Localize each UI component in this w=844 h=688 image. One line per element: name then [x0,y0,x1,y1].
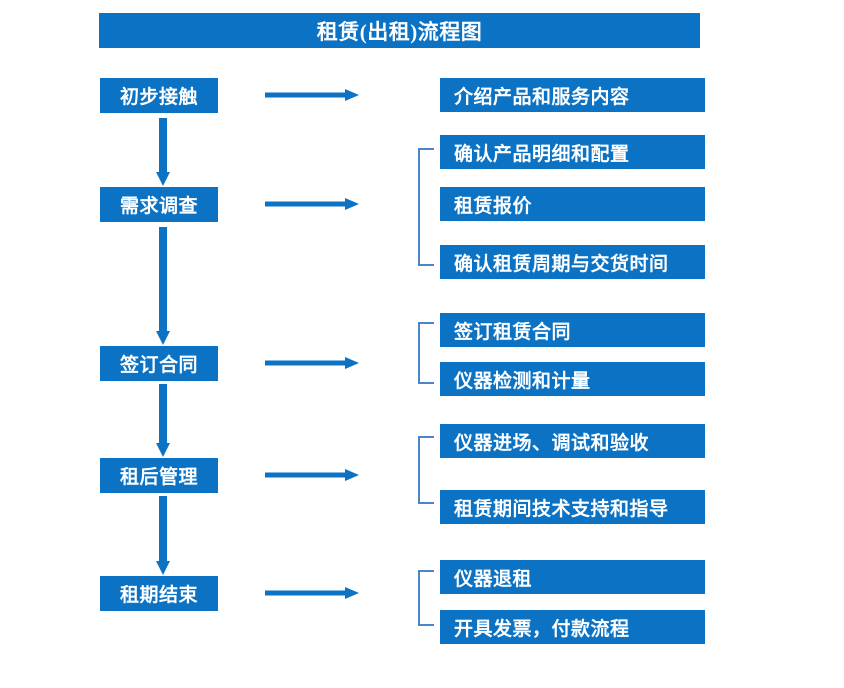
detail-box-technical-support[interactable]: 租赁期间技术支持和指导 [440,490,705,524]
detail-box-instrument-return[interactable]: 仪器退租 [440,560,705,594]
stage-box-initial-contact[interactable]: 初步接触 [100,78,218,113]
vertical-arrow-3 [156,384,170,457]
horizontal-arrow-5 [265,587,359,599]
page-title: 租赁(出租)流程图 [99,13,700,48]
horizontal-arrow-1 [265,89,359,101]
horizontal-arrow-4 [265,469,359,481]
detail-box-rental-quotation[interactable]: 租赁报价 [440,187,705,221]
vertical-arrow-2 [156,227,170,345]
stage-box-rental-end[interactable]: 租期结束 [100,576,218,611]
detail-box-instrument-inspection[interactable]: 仪器检测和计量 [440,362,705,396]
group-bracket-needs-survey [418,148,434,266]
detail-box-invoice-payment[interactable]: 开具发票，付款流程 [440,610,705,644]
detail-box-instrument-installation[interactable]: 仪器进场、调试和验收 [440,424,705,458]
detail-box-sign-rental-contract[interactable]: 签订租赁合同 [440,313,705,347]
detail-box-confirm-product-details[interactable]: 确认产品明细和配置 [440,135,705,169]
stage-box-needs-survey[interactable]: 需求调查 [100,187,218,222]
detail-box-confirm-rental-period[interactable]: 确认租赁周期与交货时间 [440,245,705,279]
stage-box-post-rental-management[interactable]: 租后管理 [100,458,218,493]
detail-box-introduce-products[interactable]: 介绍产品和服务内容 [440,78,705,112]
vertical-arrow-4 [156,496,170,575]
vertical-arrow-1 [156,118,170,186]
group-bracket-sign-contract [418,322,434,384]
stage-box-sign-contract[interactable]: 签订合同 [100,346,218,381]
group-bracket-rental-end [418,570,434,626]
horizontal-arrow-2 [265,198,359,210]
horizontal-arrow-3 [265,357,359,369]
group-bracket-post-rental [418,436,434,504]
